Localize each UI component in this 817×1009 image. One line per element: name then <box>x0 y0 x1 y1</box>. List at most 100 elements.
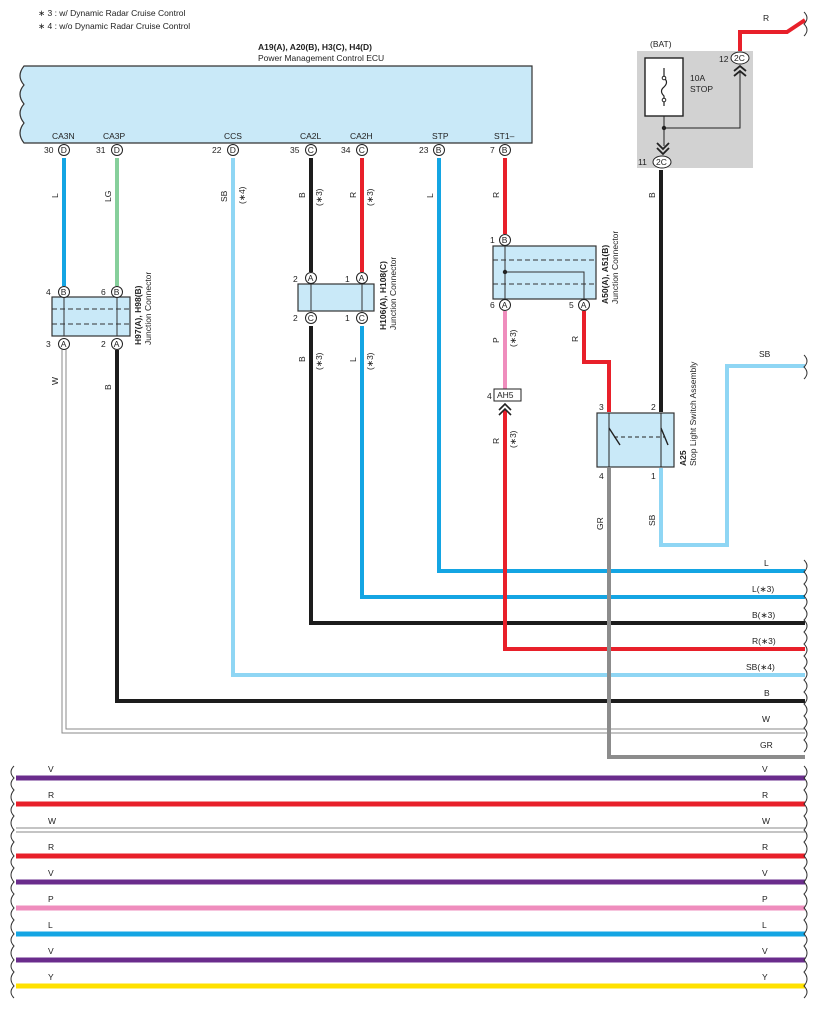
svg-text:B: B <box>647 192 657 198</box>
svg-text:B: B <box>103 384 113 390</box>
svg-text:B: B <box>502 235 508 245</box>
svg-text:W: W <box>50 377 60 385</box>
svg-text:STOP: STOP <box>690 84 713 94</box>
svg-text:P: P <box>762 894 768 904</box>
svg-text:C: C <box>359 145 365 155</box>
svg-text:SB: SB <box>219 190 229 202</box>
wire-a50-r <box>582 311 611 412</box>
svg-text:C: C <box>359 313 365 323</box>
wire-feed-r <box>738 18 807 52</box>
svg-text:Junction Connector: Junction Connector <box>143 272 153 345</box>
right-row-label: L <box>764 558 769 568</box>
svg-text:2C: 2C <box>734 53 745 63</box>
right-row-label: B(∗3) <box>752 610 775 620</box>
svg-text:H106(A), H108(C): H106(A), H108(C) <box>378 261 388 330</box>
junction-a50: 1 B 6 A 5 A A50(A), A51(B) Junction Conn… <box>490 231 620 311</box>
svg-text:(∗3): (∗3) <box>365 188 375 206</box>
svg-text:34: 34 <box>341 145 351 155</box>
ecu-pin-stp: STP 23 B <box>419 131 449 156</box>
svg-text:Stop Light Switch Assembly: Stop Light Switch Assembly <box>688 361 698 466</box>
bottom-row: V V <box>16 868 805 885</box>
wire-stop-sb <box>659 364 805 547</box>
svg-text:V: V <box>48 946 54 956</box>
ecu-pin-ca3p: CA3P 31 D <box>96 131 126 156</box>
svg-text:R: R <box>570 336 580 342</box>
svg-text:23: 23 <box>419 145 429 155</box>
svg-text:31: 31 <box>96 145 106 155</box>
bottom-row: W W <box>16 816 805 833</box>
svg-text:2C: 2C <box>656 157 667 167</box>
fuse-box: (BAT) 10A STOP 12 2C 11 2C R <box>637 13 769 169</box>
svg-text:(∗3): (∗3) <box>508 329 518 347</box>
svg-text:A: A <box>61 339 67 349</box>
svg-text:R: R <box>762 790 768 800</box>
svg-text:L: L <box>425 193 435 198</box>
svg-text:B: B <box>61 287 67 297</box>
wire-ca2h-low <box>360 326 805 599</box>
svg-text:B: B <box>114 287 120 297</box>
svg-text:2: 2 <box>651 402 656 412</box>
svg-text:D: D <box>230 145 236 155</box>
svg-text:1: 1 <box>490 235 495 245</box>
svg-text:P: P <box>491 337 501 343</box>
ecu-pin-st1: ST1– 7 B <box>490 131 515 156</box>
svg-text:V: V <box>762 946 768 956</box>
svg-text:5: 5 <box>569 300 574 310</box>
svg-text:4: 4 <box>46 287 51 297</box>
right-row-labels: L L(∗3) B(∗3) R(∗3) SB(∗4) B W GR <box>746 558 776 750</box>
right-row-label: B <box>764 688 770 698</box>
svg-text:R: R <box>348 192 358 198</box>
bottom-row: L L <box>16 920 805 937</box>
svg-text:L: L <box>348 357 358 362</box>
bottom-rows: V V R R W W R R V V P P <box>10 764 808 999</box>
svg-text:A25: A25 <box>678 450 688 466</box>
connector-ah5-box <box>493 388 522 402</box>
ecu-pin-ca2l: CA2L 35 C <box>290 131 322 156</box>
wire-stp <box>437 158 805 573</box>
svg-text:AH5: AH5 <box>497 390 514 400</box>
svg-text:R: R <box>48 790 54 800</box>
svg-text:(∗3): (∗3) <box>365 352 375 370</box>
bottom-row: V V <box>16 946 805 963</box>
svg-text:CA3N: CA3N <box>52 131 75 141</box>
note-4: ∗ 4 : w/o Dynamic Radar Cruise Control <box>38 21 190 31</box>
wire-h97-b <box>115 350 805 703</box>
svg-text:L: L <box>50 193 60 198</box>
right-brackets <box>803 11 808 753</box>
svg-text:10A: 10A <box>690 73 705 83</box>
bottom-left-bracket <box>10 765 15 999</box>
ecu: A19(A), A20(B), H3(C), H4(D) Power Manag… <box>19 42 533 144</box>
svg-text:4: 4 <box>487 391 492 401</box>
svg-text:L: L <box>48 920 53 930</box>
svg-text:B: B <box>297 356 307 362</box>
wire-labels: L LG SB (∗4) B (∗3) R (∗3) L R W B B (∗3… <box>50 186 657 530</box>
svg-text:4: 4 <box>599 471 604 481</box>
svg-text:V: V <box>48 868 54 878</box>
svg-text:ST1–: ST1– <box>494 131 515 141</box>
wire-stop-gr <box>607 468 805 759</box>
svg-text:7: 7 <box>490 145 495 155</box>
ecu-body <box>19 65 533 144</box>
svg-text:1: 1 <box>651 471 656 481</box>
svg-text:30: 30 <box>44 145 54 155</box>
junction-h106: 2 A 1 A 2 C 1 C H106(A), H108(C) Junctio… <box>293 257 398 330</box>
svg-text:Junction Connector: Junction Connector <box>388 257 398 330</box>
svg-text:1: 1 <box>345 274 350 284</box>
svg-text:SB: SB <box>647 514 657 526</box>
svg-text:11: 11 <box>638 157 647 167</box>
bottom-row: V V <box>16 764 805 781</box>
svg-text:C: C <box>308 145 314 155</box>
svg-text:(∗3): (∗3) <box>508 430 518 448</box>
svg-text:B: B <box>502 145 508 155</box>
svg-text:C: C <box>308 313 314 323</box>
svg-text:CCS: CCS <box>224 131 242 141</box>
ecu-codes: A19(A), A20(B), H3(C), H4(D) <box>258 42 372 52</box>
svg-text:A: A <box>114 339 120 349</box>
svg-text:2: 2 <box>293 274 298 284</box>
right-row-label: R(∗3) <box>752 636 776 646</box>
svg-text:R: R <box>491 438 501 444</box>
ecu-pin-ca3n: CA3N 30 D <box>44 131 75 156</box>
right-row-label: SB(∗4) <box>746 662 775 672</box>
svg-text:Junction Connector: Junction Connector <box>610 231 620 304</box>
svg-text:R: R <box>491 192 501 198</box>
